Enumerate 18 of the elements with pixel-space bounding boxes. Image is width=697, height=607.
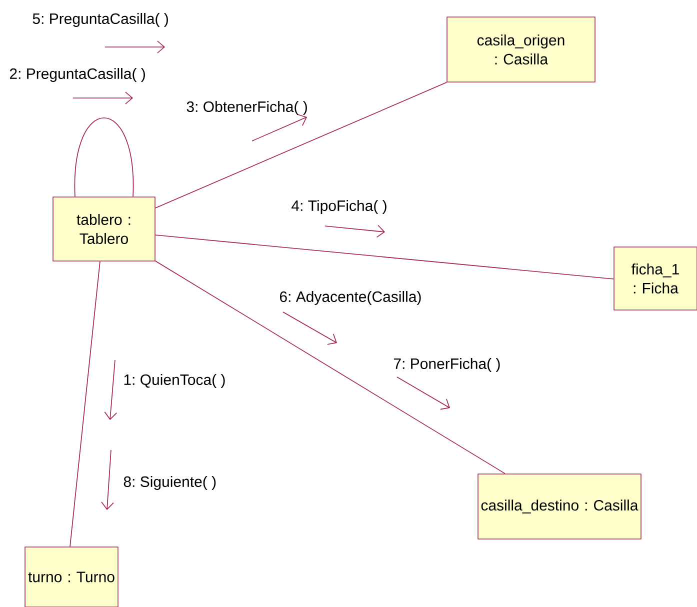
link-line <box>74 117 134 197</box>
object-box: ficha_1 : Ficha <box>614 246 697 310</box>
link-line <box>155 82 447 208</box>
link-line <box>155 260 506 474</box>
message-label: 8: Siguiente( ) <box>124 476 216 490</box>
message-label: 2: PreguntaCasilla( ) <box>10 68 145 82</box>
message-label: 3: ObtenerFicha( ) <box>186 101 307 115</box>
message-label: 7: PonerFicha( ) <box>394 358 500 372</box>
link-line <box>70 261 100 547</box>
object-box: casila_origen : Casilla <box>446 16 596 82</box>
message-label: 1: QuienToca( ) <box>124 374 225 388</box>
object-box: turno : Turno <box>24 546 118 607</box>
message-label: 4: TipoFicha( ) <box>292 200 386 214</box>
link-line <box>155 234 614 280</box>
message-label: 5: PreguntaCasilla( ) <box>32 13 168 27</box>
message-label: 6: Adyacente(Casilla) <box>280 291 421 305</box>
object-box: casilla_destino : Casilla <box>478 474 642 540</box>
object-box: tablero : Tablero <box>52 196 156 262</box>
